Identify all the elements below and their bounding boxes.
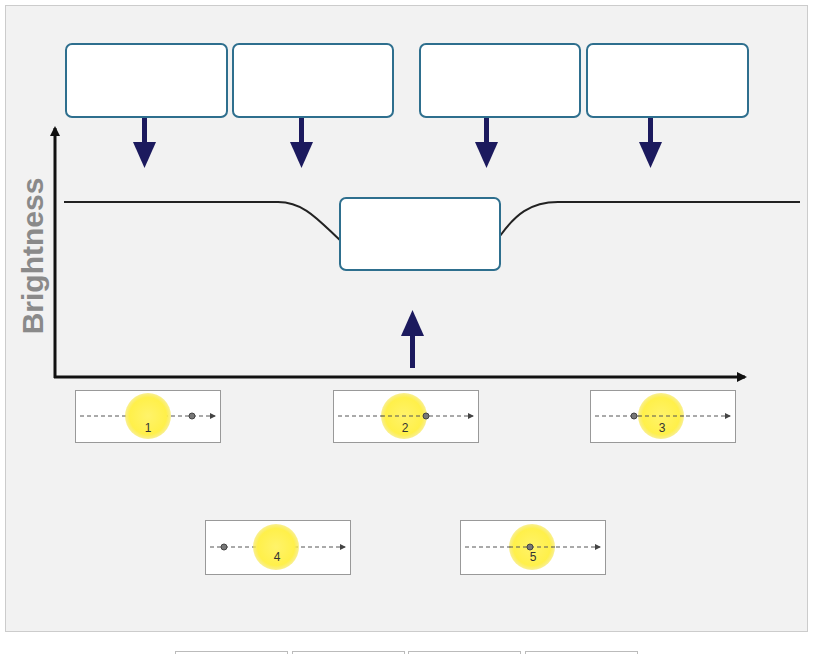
transit-thumbnails <box>76 391 736 575</box>
pointer-arrows <box>133 118 662 368</box>
callout-number: 4 <box>274 550 281 564</box>
empty-drop-boxes <box>66 44 748 117</box>
axes <box>54 128 745 378</box>
callout-number: 5 <box>530 550 537 564</box>
callout-number: 3 <box>659 421 666 435</box>
callout-number: 2 <box>402 421 409 435</box>
callout-number: 1 <box>145 421 152 435</box>
answer-tray <box>176 652 638 654</box>
axis-title: Brightness <box>16 178 50 335</box>
panel <box>6 6 808 632</box>
empty-drop-box <box>340 198 500 270</box>
